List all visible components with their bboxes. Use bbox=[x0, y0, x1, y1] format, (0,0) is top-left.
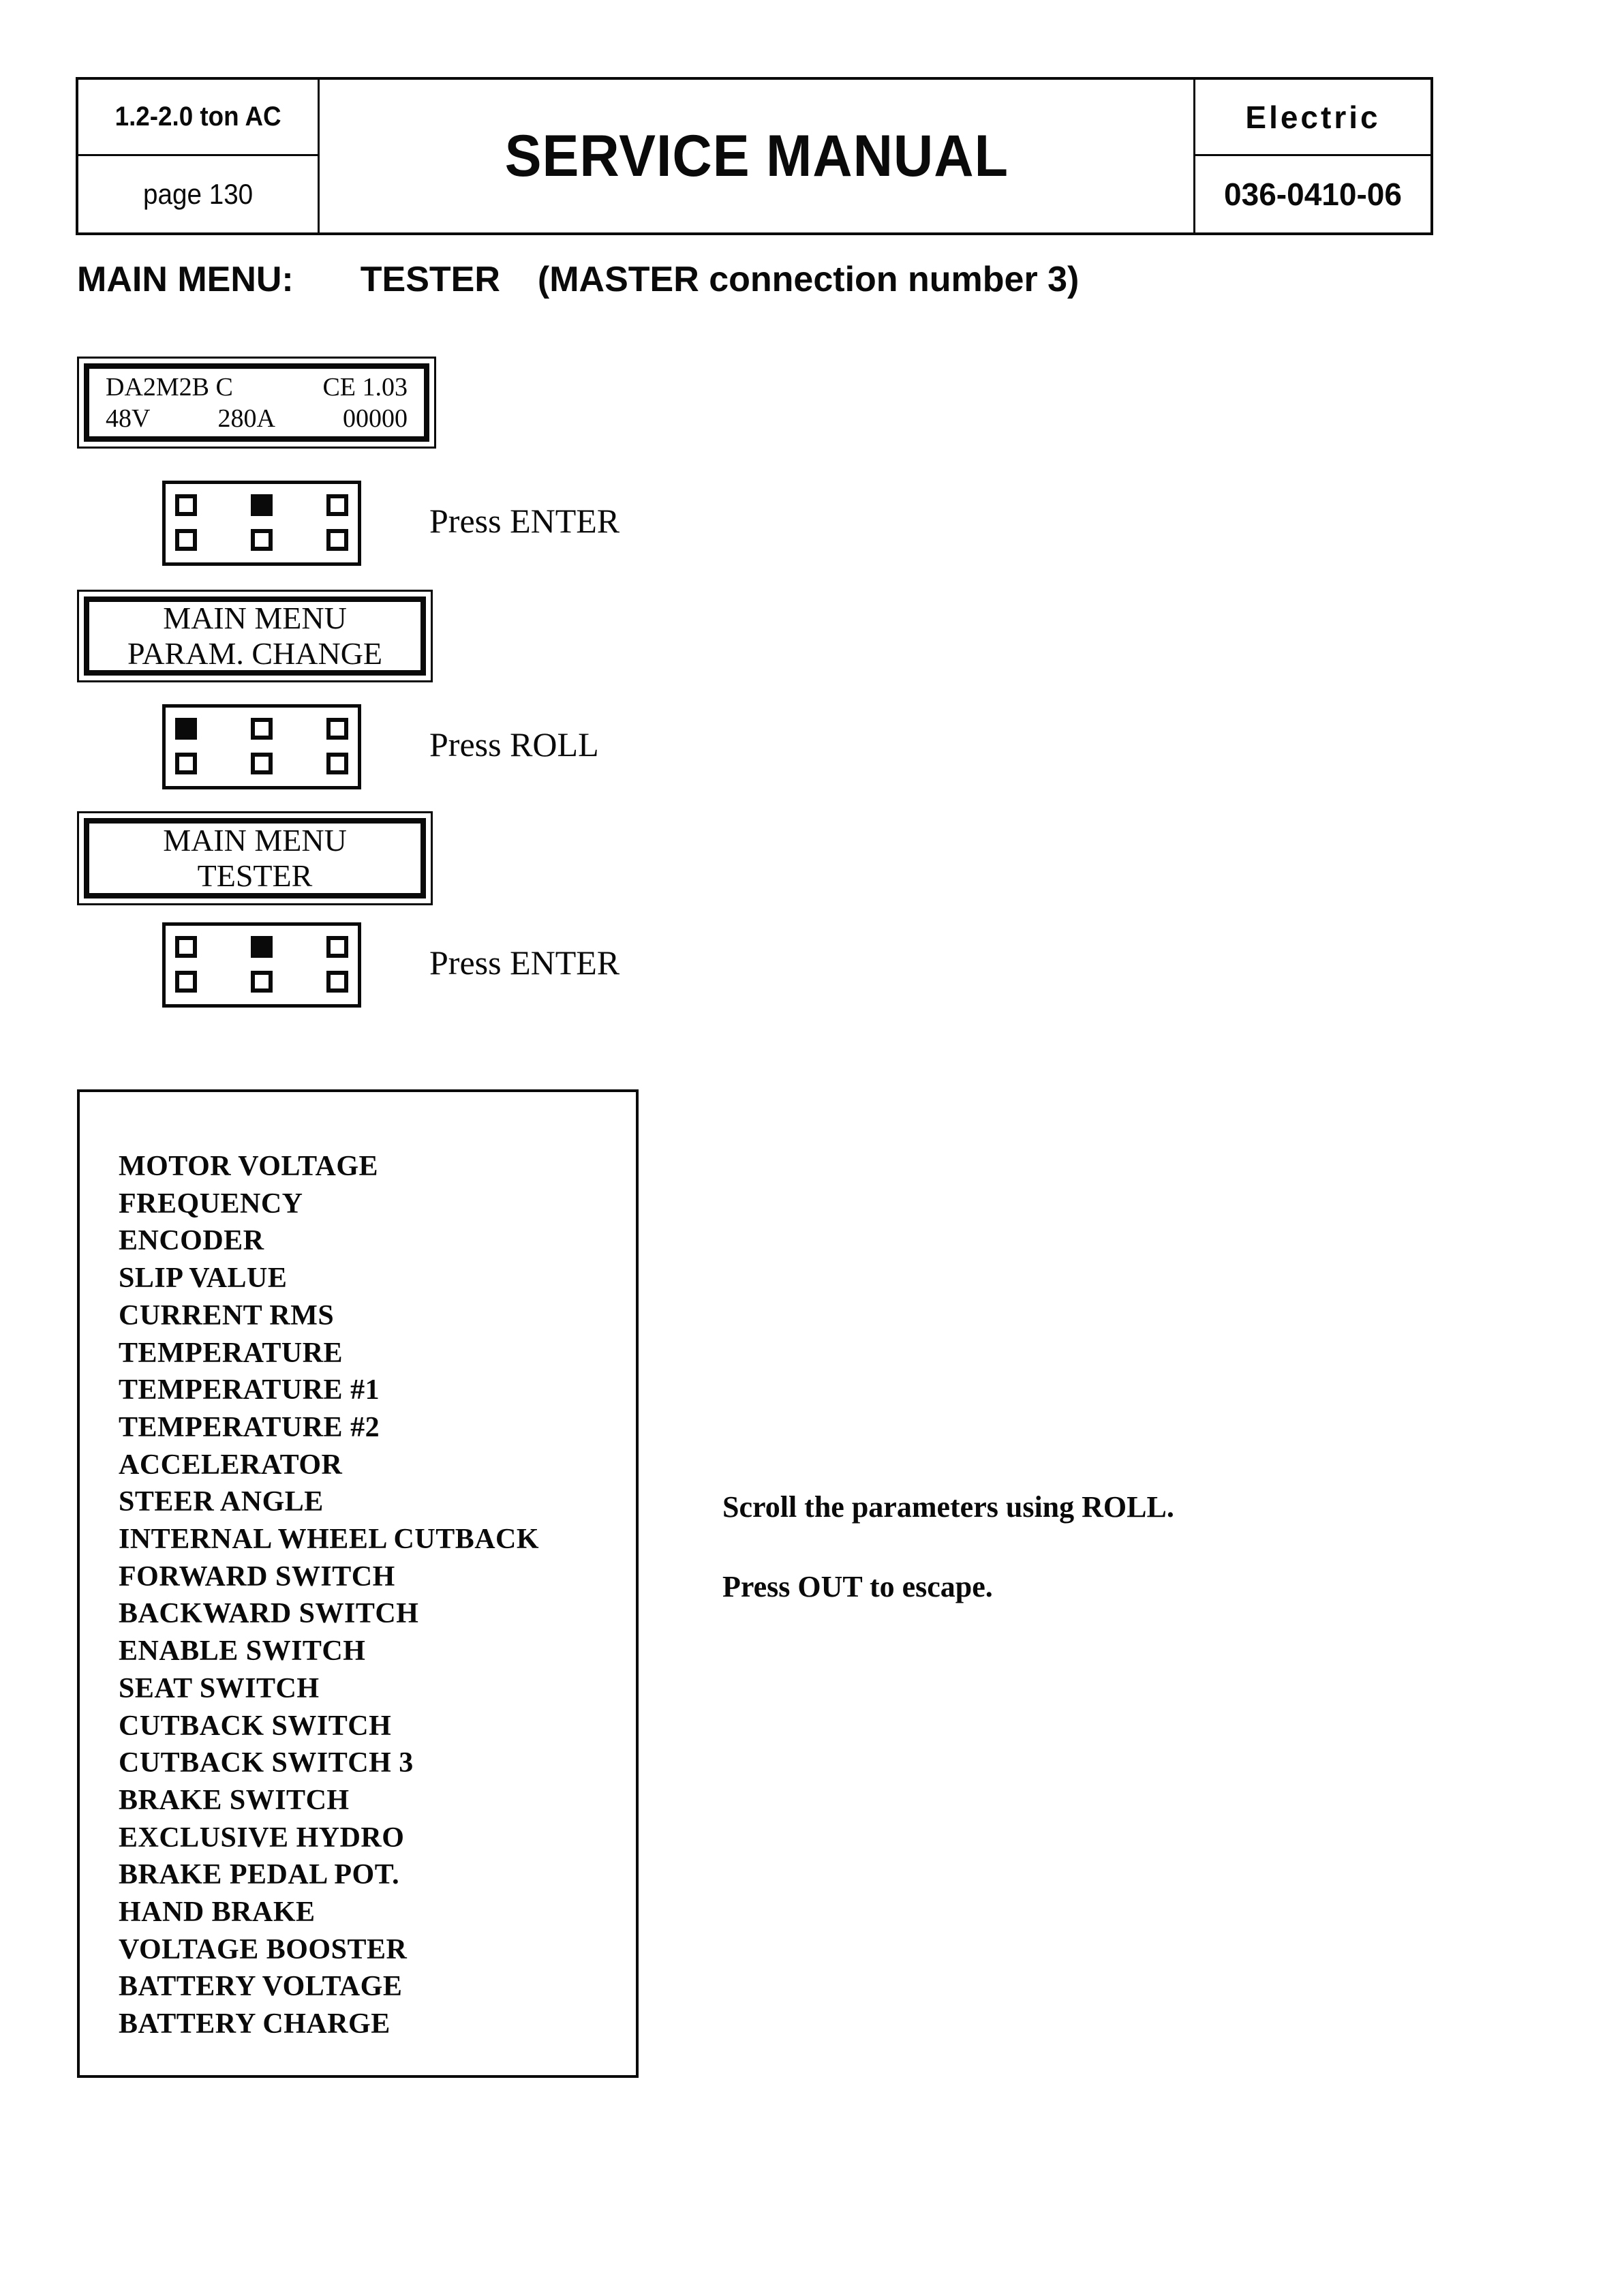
scroll-instruction: Scroll the parameters using ROLL. bbox=[722, 1490, 1174, 1524]
parameter-item: MOTOR VOLTAGE bbox=[119, 1151, 379, 1182]
parameter-item: FORWARD SWITCH bbox=[119, 1560, 395, 1592]
keypad-key bbox=[326, 529, 348, 551]
keypad-key bbox=[326, 753, 348, 774]
parameter-item: EXCLUSIVE HYDRO bbox=[119, 1822, 405, 1854]
parameter-item: BATTERY VOLTAGE bbox=[119, 1971, 403, 2003]
parameter-item: TEMPERATURE #2 bbox=[119, 1411, 380, 1443]
lcd-display-tester-screen: MAIN MENU TESTER bbox=[84, 818, 426, 898]
doc-number-cell: 036-0410-06 bbox=[1195, 156, 1430, 232]
page-number-label: page 130 bbox=[142, 178, 254, 210]
keypad-key bbox=[326, 971, 348, 993]
lcd-hour-counter: 00000 bbox=[343, 404, 408, 433]
parameter-item: BRAKE SWITCH bbox=[119, 1784, 350, 1816]
parameter-item: FREQUENCY bbox=[119, 1188, 303, 1220]
press-enter-label-1: Press ENTER bbox=[429, 502, 620, 540]
heading-label: MAIN MENU: bbox=[77, 260, 294, 299]
header-left-column: 1.2-2.0 ton AC page 130 bbox=[78, 80, 320, 232]
parameter-item: BRAKE PEDAL POT. bbox=[119, 1859, 400, 1891]
tester-parameters-box: MOTOR VOLTAGE FREQUENCY ENCODER SLIP VALUE C… bbox=[77, 1089, 639, 2078]
heading-note: (MASTER connection number 3) bbox=[537, 260, 1080, 299]
parameter-item: ENABLE SWITCH bbox=[119, 1635, 366, 1667]
lcd-display-param-change: MAIN MENU PARAM. CHANGE bbox=[77, 590, 433, 682]
brand-label: Electric bbox=[1245, 99, 1381, 135]
parameter-item: ENCODER bbox=[119, 1225, 264, 1257]
keypad-key-pressed bbox=[251, 494, 273, 516]
keypad-key bbox=[175, 753, 197, 774]
keypad-key bbox=[326, 936, 348, 958]
manual-title: SERVICE MANUAL bbox=[504, 123, 1009, 189]
parameter-item: SLIP VALUE bbox=[119, 1263, 288, 1295]
heading-value: TESTER bbox=[360, 260, 500, 299]
keypad-key bbox=[175, 529, 197, 551]
parameter-item: TEMPERATURE #1 bbox=[119, 1374, 380, 1406]
parameter-item: INTERNAL WHEEL CUTBACK bbox=[119, 1524, 540, 1556]
parameter-item: HAND BRAKE bbox=[119, 1897, 316, 1929]
lcd-display-startup: DA2M2B C CE 1.03 48V 280A 00000 bbox=[77, 357, 436, 449]
keypad-enter-2 bbox=[162, 922, 361, 1008]
brand-cell: Electric bbox=[1195, 80, 1430, 156]
press-roll-label: Press ROLL bbox=[429, 725, 599, 764]
keypad-key bbox=[326, 718, 348, 740]
parameter-item: CURRENT RMS bbox=[119, 1299, 335, 1331]
keypad-key-pressed bbox=[251, 936, 273, 958]
parameter-item: TEMPERATURE bbox=[119, 1337, 343, 1369]
parameter-item: BACKWARD SWITCH bbox=[119, 1598, 419, 1630]
keypad-key bbox=[175, 494, 197, 516]
keypad-key bbox=[175, 971, 197, 993]
parameter-item: VOLTAGE BOOSTER bbox=[119, 1933, 408, 1965]
header-center-column: SERVICE MANUAL bbox=[320, 80, 1193, 232]
keypad-roll bbox=[162, 704, 361, 789]
lcd-row-1: DA2M2B C CE 1.03 bbox=[106, 372, 408, 403]
lcd-display-startup-screen: DA2M2B C CE 1.03 48V 280A 00000 bbox=[84, 363, 429, 442]
doc-number-label: 036-0410-06 bbox=[1224, 177, 1402, 212]
parameter-item: CUTBACK SWITCH 3 bbox=[119, 1747, 414, 1779]
page-number-cell: page 130 bbox=[78, 156, 318, 232]
lcd-line-1: MAIN MENU bbox=[163, 601, 347, 635]
keypad-key-pressed bbox=[175, 718, 197, 740]
lcd-display-param-change-screen: MAIN MENU PARAM. CHANGE bbox=[84, 596, 426, 676]
keypad-key bbox=[251, 718, 273, 740]
parameter-item: CUTBACK SWITCH bbox=[119, 1710, 392, 1742]
keypad-enter-1 bbox=[162, 481, 361, 566]
parameter-item: STEER ANGLE bbox=[119, 1486, 324, 1518]
lcd-line-1: MAIN MENU bbox=[163, 823, 347, 858]
parameter-item: BATTERY CHARGE bbox=[119, 2008, 391, 2040]
lcd-row-2: 48V 280A 00000 bbox=[106, 403, 408, 434]
escape-instruction: Press OUT to escape. bbox=[722, 1570, 993, 1603]
lcd-voltage: 48V bbox=[106, 404, 151, 433]
parameter-item: ACCELERATOR bbox=[119, 1449, 343, 1481]
tester-parameters-list: MOTOR VOLTAGE FREQUENCY ENCODER SLIP VALUE C… bbox=[80, 1092, 636, 2043]
keypad-key bbox=[175, 936, 197, 958]
keypad-key bbox=[251, 971, 273, 993]
lcd-display-tester: MAIN MENU TESTER bbox=[77, 811, 433, 905]
section-heading: MAIN MENU: TESTER (MASTER connection num… bbox=[77, 259, 1079, 300]
model-label: 1.2-2.0 ton AC bbox=[114, 102, 281, 132]
lcd-model-code: DA2M2B C bbox=[106, 372, 233, 402]
keypad-key bbox=[251, 529, 273, 551]
parameter-item: SEAT SWITCH bbox=[119, 1672, 320, 1704]
model-cell: 1.2-2.0 ton AC bbox=[78, 80, 318, 156]
press-enter-label-2: Press ENTER bbox=[429, 943, 620, 982]
lcd-line-2: PARAM. CHANGE bbox=[127, 636, 383, 671]
lcd-line-2: TESTER bbox=[197, 858, 313, 893]
lcd-firmware-version: CE 1.03 bbox=[322, 372, 408, 402]
header-right-column: Electric 036-0410-06 bbox=[1193, 80, 1430, 232]
lcd-current: 280A bbox=[217, 404, 275, 433]
keypad-key bbox=[251, 753, 273, 774]
keypad-key bbox=[326, 494, 348, 516]
page-header: 1.2-2.0 ton AC page 130 SERVICE MANUAL E… bbox=[76, 77, 1433, 235]
